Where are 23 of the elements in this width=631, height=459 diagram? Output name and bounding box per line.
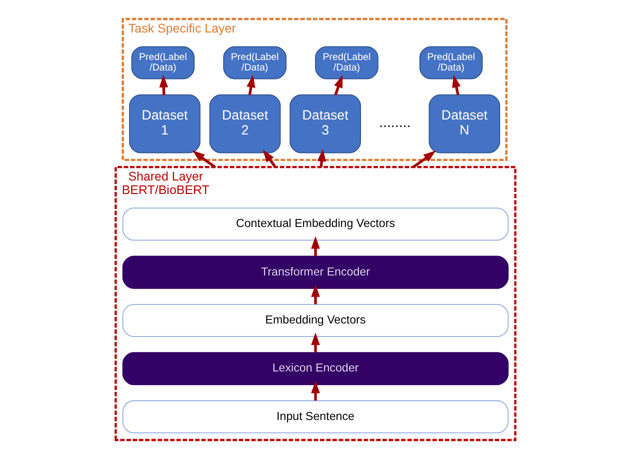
node-box: Contextual Embedding Vectors (122, 208, 509, 241)
node-box: Pred(Label /Data) (315, 46, 378, 80)
arrow (412, 150, 436, 168)
node-box: Dataset 3 (290, 94, 361, 154)
node-box: Pred(Label /Data) (131, 46, 195, 80)
arrow (334, 75, 343, 96)
node-box: Input Sentence (122, 400, 509, 434)
node-box: Transformer Encoder (122, 256, 509, 289)
arrow (311, 380, 320, 401)
node-box: Lexicon Encoder (122, 352, 509, 386)
arrow (311, 284, 320, 304)
arrow (311, 332, 320, 352)
node-box: Pred(Label /Data) (419, 46, 483, 80)
arrow (311, 236, 320, 256)
node-box: Dataset N (428, 94, 500, 154)
arrow (262, 150, 276, 168)
node-box: Dataset 1 (129, 94, 200, 154)
arrow (192, 150, 216, 168)
label: ........ (379, 115, 411, 132)
node-box: Embedding Vectors (122, 304, 509, 337)
arrow (452, 74, 461, 96)
node-box: Pred(Label /Data) (223, 46, 286, 80)
node-box: Dataset 2 (209, 94, 281, 154)
